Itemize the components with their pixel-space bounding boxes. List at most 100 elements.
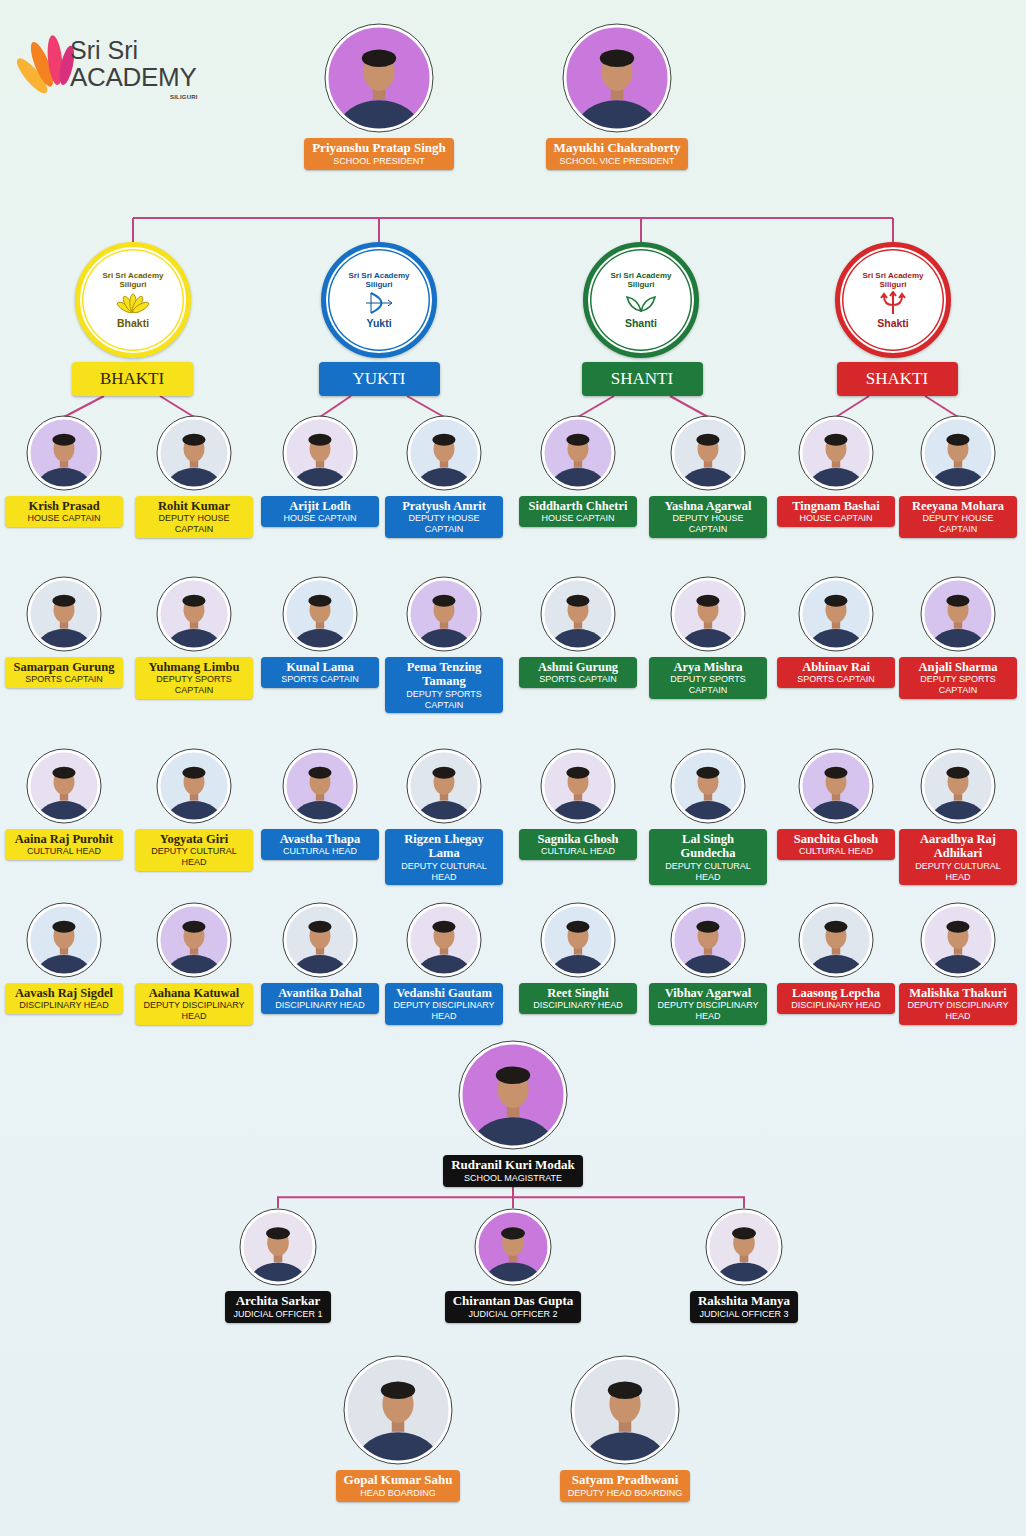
role-title: DISCIPLINARY HEAD [266,1000,374,1011]
member-card: Siddharth ChhetriHOUSE CAPTAIN [519,415,637,527]
member-card: Avantika DahalDISCIPLINARY HEAD [261,902,379,1014]
portrait-hair [182,921,205,933]
name-plate: Rudranil Kuri ModakSCHOOL MAGISTRATE [443,1155,583,1187]
person-name: Priyanshu Pratap Singh [312,141,446,156]
portrait-rim [409,418,479,488]
portrait-rim [673,905,743,975]
portrait-shoulders [472,1117,553,1150]
role-title: SCHOOL MAGISTRATE [451,1173,575,1184]
role-title: SPORTS CAPTAIN [782,674,890,685]
name-plate: Yashna AgarwalDEPUTY HOUSE CAPTAIN [649,496,767,538]
person-name: Abhinav Rai [782,660,890,674]
member-card: Krish PrasadHOUSE CAPTAIN [5,415,123,527]
portrait-rim [409,905,479,975]
person-name: Anjali Sharma [904,660,1012,674]
connector-line [160,396,194,417]
person-name: Yashna Agarwal [654,499,762,513]
role-title: CULTURAL HEAD [782,846,890,857]
leaf-symbol [627,297,641,311]
member-card: Sagnika GhoshCULTURAL HEAD [519,748,637,860]
portrait-outline [671,749,745,823]
member-card: Ashmi GurungSPORTS CAPTAIN [519,576,637,688]
portrait-rim [923,905,993,975]
person-name: Lal Singh Gundecha [654,832,762,861]
role-title: HOUSE CAPTAIN [782,513,890,524]
portrait-outline [799,903,873,977]
role-title: HEAD BOARDING [344,1488,453,1499]
portrait [670,415,746,491]
portrait-rim [242,1211,314,1283]
role-title: CULTURAL HEAD [524,846,632,857]
portrait [282,415,358,491]
lotus-petal [131,300,150,315]
portrait-rim [285,751,355,821]
connector-line [925,396,958,417]
house-name: YUKTI [353,369,406,389]
name-plate: Sanchita GhoshCULTURAL HEAD [777,829,895,860]
portrait-outline [475,1209,551,1285]
role-title: DEPUTY HOUSE CAPTAIN [390,513,498,535]
role-title: DEPUTY DISCIPLINARY HEAD [904,1000,1012,1022]
portrait-outline [27,577,101,651]
portrait-outline [671,416,745,490]
portrait-outline [407,577,481,651]
portrait-outline [407,903,481,977]
name-plate: Mayukhi ChakrabortySCHOOL VICE PRESIDENT [546,138,689,170]
person-name: Arijit Lodh [266,499,374,513]
member-card: Priyanshu Pratap SinghSCHOOL PRESIDENT [299,23,459,170]
portrait [156,902,232,978]
portrait-hair [566,434,589,446]
name-plate: Samarpan GurungSPORTS CAPTAIN [5,657,123,688]
person-name: Krish Prasad [10,499,118,513]
person-name: Laasong Lepcha [782,986,890,1000]
person-name: Reet Singhi [524,986,632,1000]
member-card: Aaina Raj PurohitCULTURAL HEAD [5,748,123,860]
portrait-rim [461,1043,565,1147]
role-title: SPORTS CAPTAIN [266,674,374,685]
badge-house-name: Yukti [366,318,391,330]
portrait [26,902,102,978]
member-card: Reeyana MoharaDEPUTY HOUSE CAPTAIN [899,415,1017,538]
member-card: Yogyata GiriDEPUTY CULTURAL HEAD [135,748,253,871]
portrait-hair [824,595,847,607]
bar-line [133,217,893,219]
portrait [670,902,746,978]
house-badge: Sri Sri Academy SiliguriShanti [583,242,699,358]
portrait-outline [27,749,101,823]
portrait [562,23,672,133]
portrait-outline [157,749,231,823]
portrait-hair [696,921,719,933]
name-plate: Avastha ThapaCULTURAL HEAD [261,829,379,860]
member-card: Sanchita GhoshCULTURAL HEAD [777,748,895,860]
portrait [156,748,232,824]
member-card: Yuhmang LimbuDEPUTY SPORTS CAPTAIN [135,576,253,699]
person-name: Tingnam Bashai [782,499,890,513]
member-card: Satyam PradhwaniDEPUTY HEAD BOARDING [545,1355,705,1502]
house-emblem [876,291,910,316]
role-title: HOUSE CAPTAIN [266,513,374,524]
portrait-rim [801,751,871,821]
portrait-hair [946,595,969,607]
portrait [920,415,996,491]
role-title: DEPUTY HOUSE CAPTAIN [904,513,1012,535]
portrait-outline [706,1209,782,1285]
portrait-outline [541,416,615,490]
portrait-outline [283,577,357,651]
person-name: Sanchita Ghosh [782,832,890,846]
person-name: Vedanshi Gautam [390,986,498,1000]
portrait-hair [432,767,455,779]
portrait-rim [565,26,669,130]
person-name: Pratyush Amrit [390,499,498,513]
badge-school-name: Sri Sri Academy Siliguri [96,271,170,289]
portrait-rim [673,579,743,649]
portrait-hair [946,434,969,446]
portrait [920,576,996,652]
role-title: DEPUTY DISCIPLINARY HEAD [654,1000,762,1022]
role-title: DEPUTY HOUSE CAPTAIN [140,513,248,535]
portrait-rim [29,905,99,975]
badge-school-name: Sri Sri Academy Siliguri [856,271,930,289]
house-name: SHAKTI [866,369,928,389]
name-plate: Pema Tenzing TamangDEPUTY SPORTS CAPTAIN [385,657,503,713]
portrait-rim [159,751,229,821]
connector-line [513,1187,744,1208]
